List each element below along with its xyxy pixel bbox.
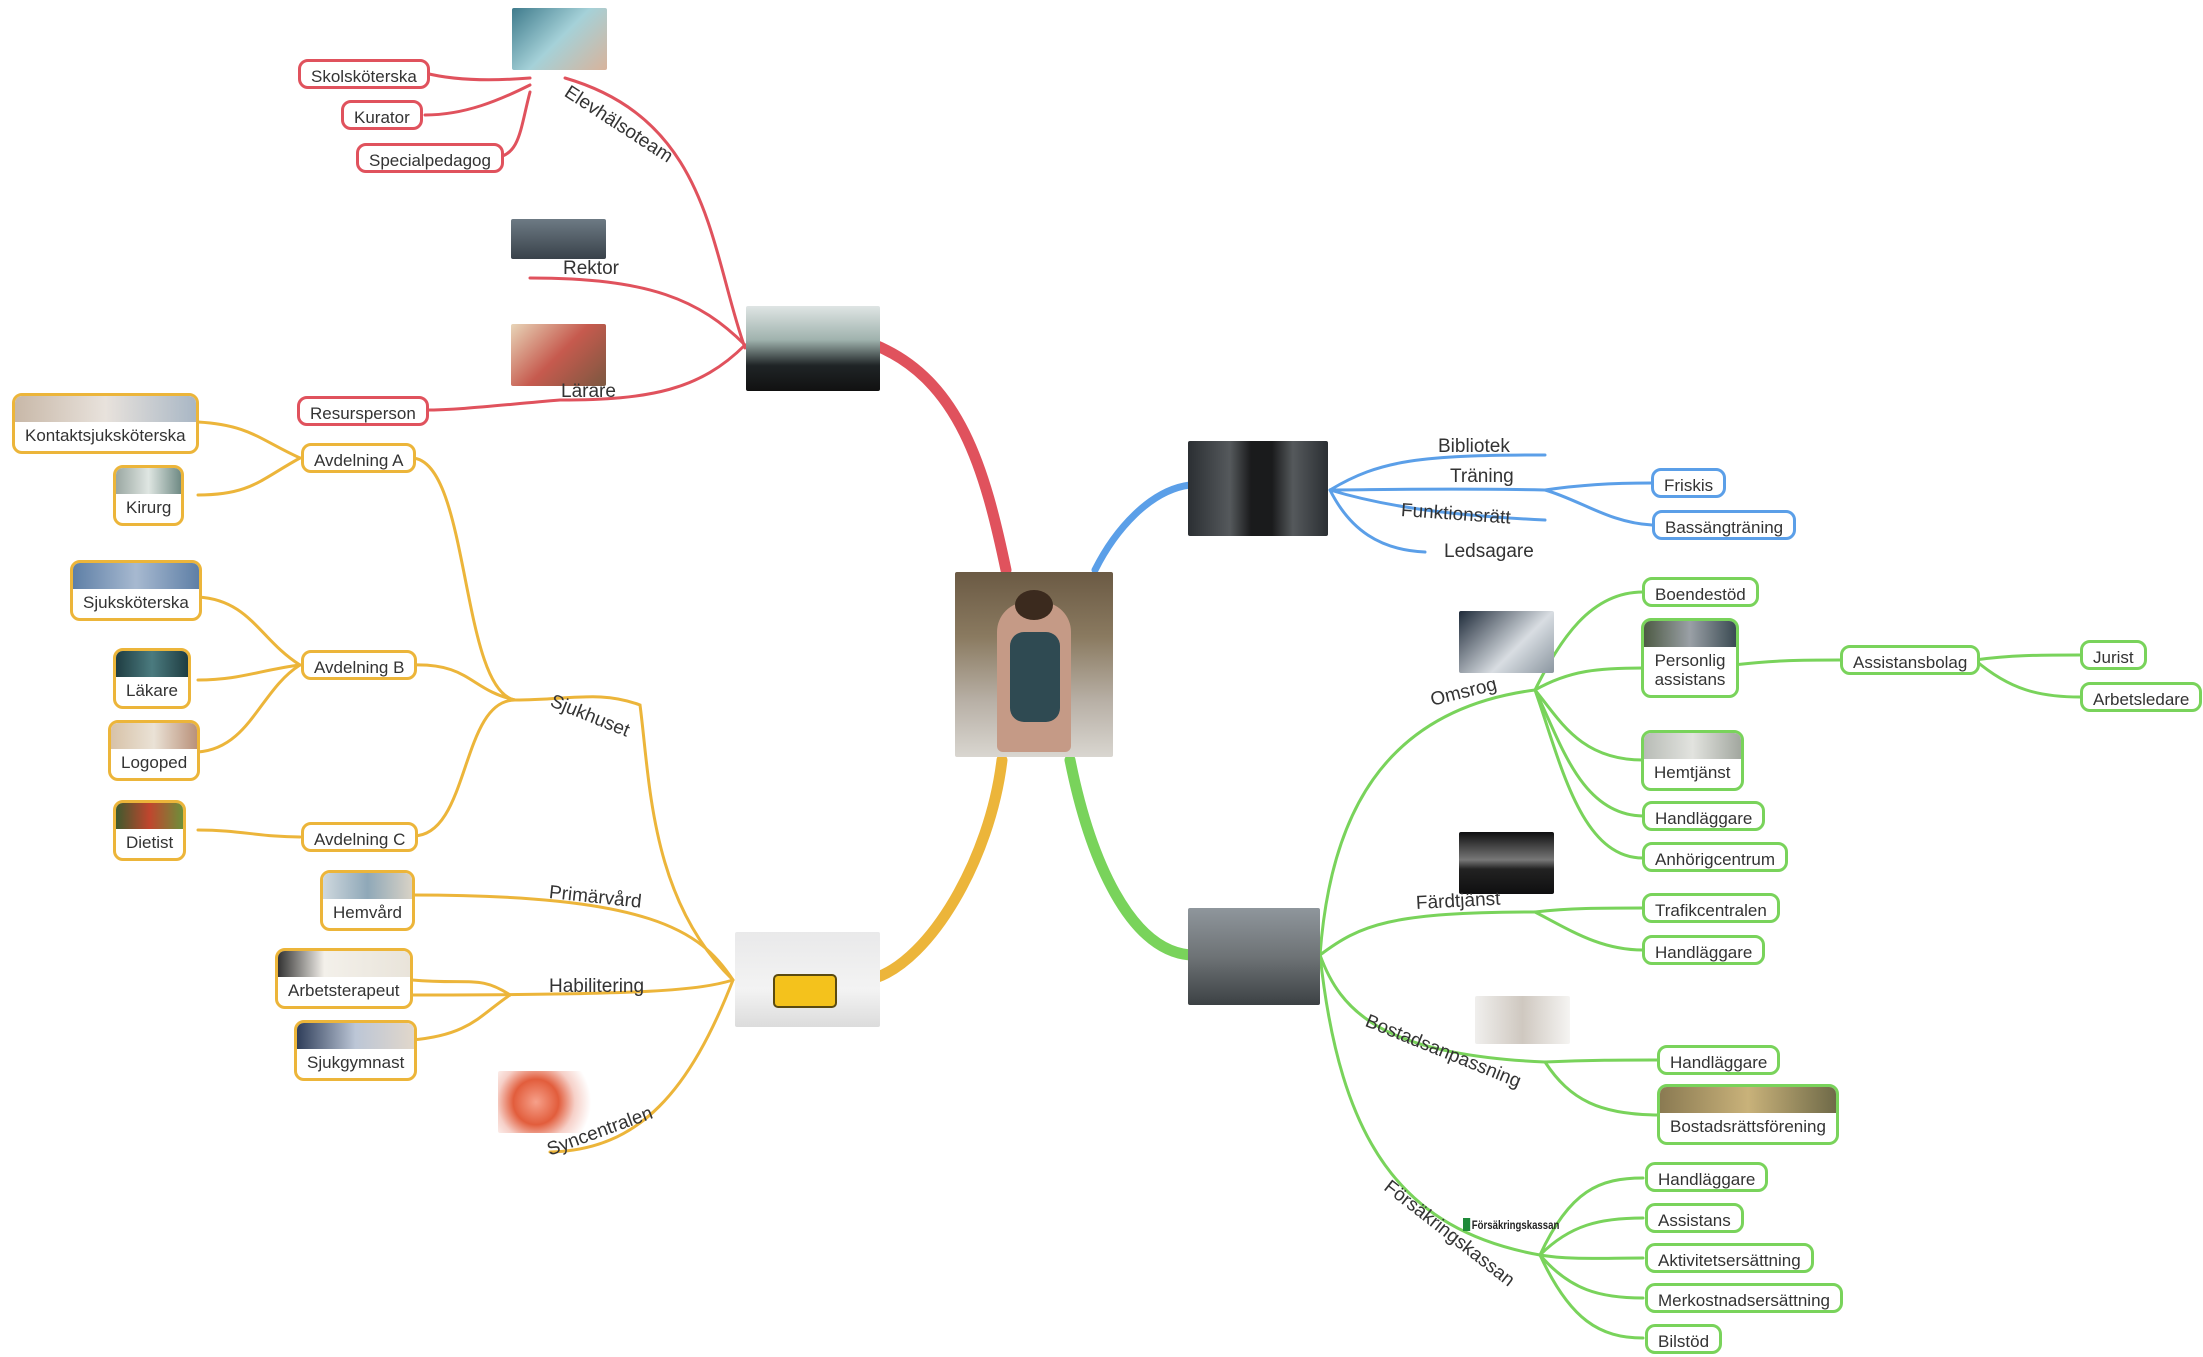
hands-photo: [512, 8, 607, 70]
personlig-assistans-label: Personlig assistans: [1654, 651, 1726, 689]
home-care-thumbnail: [323, 873, 412, 899]
bostadsanpassning-handlaggare-node[interactable]: Handläggare: [1657, 1045, 1781, 1075]
omsorg-handlaggare-node[interactable]: Handläggare: [1642, 801, 1766, 831]
trafikcentralen-node[interactable]: Trafikcentralen: [1642, 893, 1780, 923]
logoped-node[interactable]: Logoped: [108, 720, 201, 781]
signing-papers-photo: [1459, 611, 1554, 673]
hemvard-node[interactable]: Hemvård: [320, 870, 415, 931]
forsakringskassan-logo: Försäkringskassan: [1463, 1218, 1560, 1232]
classroom-photo[interactable]: [746, 306, 880, 391]
arbetsterapeut-node[interactable]: Arbetsterapeut: [275, 948, 413, 1009]
anhorigcentrum-node[interactable]: Anhörigcentrum: [1642, 842, 1789, 872]
kirurg-label: Kirurg: [126, 498, 172, 517]
school-meeting-photo: [511, 219, 606, 259]
rektor-label[interactable]: Rektor: [563, 258, 619, 279]
speech-therapist-thumbnail: [111, 723, 198, 749]
avdelning-c-node[interactable]: Avdelning C: [301, 822, 419, 852]
aktivitetsersattning-node[interactable]: Aktivitetsersättning: [1645, 1243, 1814, 1273]
kitchen-photo: [1475, 996, 1570, 1044]
vegetables-thumbnail: [116, 803, 184, 829]
arbetsterapeut-label: Arbetsterapeut: [288, 981, 400, 1000]
nurse-thumbnail: [15, 396, 196, 422]
hemtjanst-node[interactable]: Hemtjänst: [1641, 730, 1744, 791]
logoped-label: Logoped: [121, 753, 188, 772]
fardtjanst-label[interactable]: Färdtjänst: [1415, 888, 1501, 914]
friskis-node[interactable]: Friskis: [1651, 468, 1727, 498]
bibliotek-label[interactable]: Bibliotek: [1438, 436, 1510, 457]
lakare-node[interactable]: Läkare: [113, 648, 191, 709]
surgeon-thumbnail: [116, 468, 182, 494]
avdelning-b-node[interactable]: Avdelning B: [301, 650, 418, 680]
bostadsrattsforening-node[interactable]: Bostadsrättsförening: [1657, 1084, 1839, 1145]
sjukgymnast-label: Sjukgymnast: [307, 1053, 405, 1072]
merkostnadsersattning-node[interactable]: Merkostnadsersättning: [1645, 1283, 1843, 1313]
sjukgymnast-node[interactable]: Sjukgymnast: [294, 1020, 418, 1081]
eye-illustration: [498, 1071, 593, 1133]
ledsagare-label[interactable]: Ledsagare: [1444, 541, 1534, 562]
home-service-thumbnail: [1644, 733, 1741, 759]
arbetsledare-node[interactable]: Arbetsledare: [2080, 682, 2203, 712]
toy-ambulance-photo[interactable]: [735, 932, 880, 1027]
boendestod-node[interactable]: Boendestöd: [1642, 577, 1759, 607]
personlig-assistans-node[interactable]: Personlig assistans: [1641, 618, 1739, 698]
sjukskoterska-label: Sjuksköterska: [83, 593, 189, 612]
central-topic-image[interactable]: [955, 572, 1113, 757]
assistansbolag-node[interactable]: Assistansbolag: [1840, 645, 1981, 675]
physiotherapist-thumbnail: [297, 1023, 415, 1049]
teacher-photo: [511, 324, 606, 386]
assistance-thumbnail: [1644, 621, 1736, 647]
hemtjanst-label: Hemtjänst: [1654, 763, 1731, 782]
doctor-thumbnail: [116, 651, 188, 677]
skolskoterska-node[interactable]: Skolsköterska: [298, 59, 430, 89]
bilstod-node[interactable]: Bilstöd: [1645, 1324, 1723, 1354]
nurse-blue-thumbnail: [73, 563, 199, 589]
kurator-node[interactable]: Kurator: [341, 100, 423, 130]
resursperson-node[interactable]: Resursperson: [297, 396, 429, 426]
car-interior-photo: [1459, 832, 1554, 894]
kontaktsjukskoterska-node[interactable]: Kontaktsjuksköterska: [12, 393, 199, 454]
avdelning-a-node[interactable]: Avdelning A: [301, 443, 417, 473]
specialpedagog-node[interactable]: Specialpedagog: [356, 143, 504, 173]
dietist-label: Dietist: [126, 833, 174, 852]
bostadsrattsforening-label: Bostadsrättsförening: [1670, 1117, 1826, 1136]
traning-label[interactable]: Träning: [1450, 466, 1514, 487]
sjukskoterska-node[interactable]: Sjuksköterska: [70, 560, 202, 621]
gym-photo[interactable]: [1188, 441, 1328, 536]
dietist-node[interactable]: Dietist: [113, 800, 187, 861]
bassangtraning-node[interactable]: Bassängträning: [1652, 510, 1797, 540]
fardtjanst-handlaggare-node[interactable]: Handläggare: [1642, 935, 1766, 965]
lakare-label: Läkare: [126, 681, 178, 700]
wheelchair-photo[interactable]: [1188, 908, 1320, 1005]
jurist-node[interactable]: Jurist: [2080, 640, 2147, 670]
kontaktsjukskoterska-label: Kontaktsjuksköterska: [25, 426, 186, 445]
fk-assistans-node[interactable]: Assistans: [1645, 1203, 1744, 1233]
habilitering-label[interactable]: Habilitering: [549, 976, 645, 997]
apartment-building-thumbnail: [1660, 1087, 1836, 1113]
occupational-therapist-thumbnail: [278, 951, 410, 977]
fk-handlaggare-node[interactable]: Handläggare: [1645, 1162, 1769, 1192]
larare-label[interactable]: Lärare: [561, 381, 616, 402]
kirurg-node[interactable]: Kirurg: [113, 465, 185, 526]
hemvard-label: Hemvård: [333, 903, 402, 922]
